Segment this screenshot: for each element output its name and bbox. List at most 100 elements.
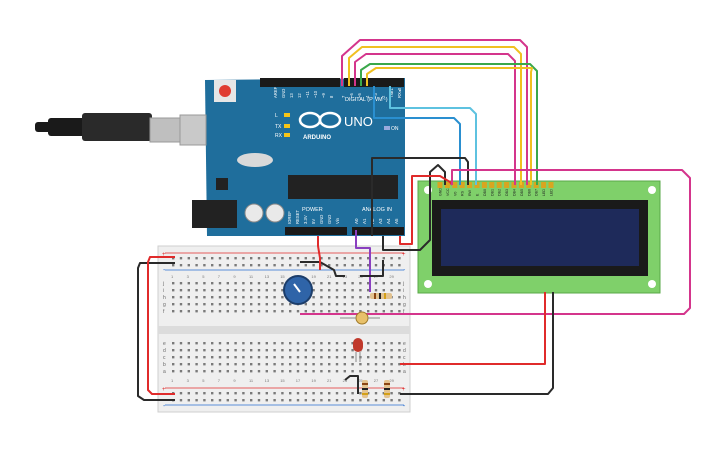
breadboard-hole [390, 363, 393, 366]
breadboard-hole [320, 303, 323, 306]
digital-pin-label: 8 [329, 95, 334, 98]
breadboard-hole [172, 289, 175, 292]
breadboard-hole [343, 282, 346, 285]
breadboard-hole [343, 342, 346, 345]
breadboard-hole [179, 264, 183, 267]
breadboard-hole [320, 289, 323, 292]
breadboard-hole [265, 264, 268, 267]
breadboard-hole [328, 349, 331, 352]
lcd-pin-label: DB4 [513, 189, 517, 196]
breadboard-hole [179, 289, 183, 292]
breadboard-hole [187, 257, 190, 260]
rail-minus-label-right: - [403, 267, 406, 274]
breadboard-hole [257, 342, 261, 345]
breadboard-hole [312, 296, 315, 299]
breadboard-hole [367, 363, 370, 366]
breadboard-hole [351, 289, 354, 292]
breadboard-hole [382, 282, 385, 285]
arduino-board: UNO ARDUINO DIGITAL (PWM~) POWER ANALOG … [179, 78, 405, 236]
lcd-pin-label: V0 [453, 192, 457, 196]
breadboard-hole [351, 303, 354, 306]
breadboard-hole [257, 349, 261, 352]
breadboard-hole [273, 363, 276, 366]
breadboard-hole [265, 363, 268, 366]
breadboard-hole [328, 282, 331, 285]
breadboard-hole [273, 282, 276, 285]
breadboard-hole [250, 342, 253, 345]
breadboard-hole [273, 296, 276, 299]
breadboard-hole [320, 282, 323, 285]
breadboard-hole [343, 392, 346, 395]
breadboard-hole [187, 392, 190, 395]
breadboard-hole [211, 363, 214, 366]
breadboard-hole [343, 257, 346, 260]
breadboard-hole [328, 342, 331, 345]
breadboard-hole [250, 310, 253, 313]
breadboard-hole [281, 282, 284, 285]
column-number: 17 [296, 378, 301, 383]
breadboard-hole [226, 392, 229, 395]
breadboard-hole [382, 392, 385, 395]
power-pin-label: 3.3V [303, 215, 308, 224]
breadboard-hole [257, 356, 261, 359]
breadboard-hole [312, 392, 315, 395]
breadboard-hole [312, 349, 315, 352]
wire-pink-top-b [354, 53, 516, 185]
breadboard-hole [351, 399, 354, 402]
breadboard-hole [351, 363, 354, 366]
analog-pin-label: A5 [394, 218, 399, 224]
digital-pin-label: AREF [273, 86, 278, 98]
breadboard-hole [281, 356, 284, 359]
breadboard-hole [234, 289, 237, 292]
digital-pin-label: 2 [381, 95, 386, 98]
wire-black-led [344, 375, 359, 394]
breadboard-hole [187, 356, 190, 359]
rail-plus-label-bottom: + [162, 387, 166, 393]
breadboard-hole [211, 257, 214, 260]
breadboard-hole [328, 257, 331, 260]
breadboard-hole [250, 356, 253, 359]
wire-lightblue [389, 86, 477, 185]
breadboard-hole [187, 349, 190, 352]
arduino-brand: ARDUINO [303, 135, 331, 141]
breadboard-hole [195, 303, 198, 306]
breadboard-hole [234, 370, 237, 373]
breadboard-hole [234, 342, 237, 345]
wire-red-left [147, 256, 175, 395]
column-number: 13 [265, 274, 270, 279]
column-number: 7 [218, 274, 221, 279]
breadboard-hole [312, 303, 315, 306]
lcd-pin-label: DB6 [527, 189, 531, 196]
breadboard-hole [250, 282, 253, 285]
breadboard-hole [351, 310, 354, 313]
breadboard-hole [242, 399, 245, 402]
breadboard-hole [172, 296, 175, 299]
breadboard-hole [265, 282, 268, 285]
analog-pin-label: A0 [354, 218, 359, 224]
breadboard-hole [281, 363, 284, 366]
breadboard-hole [289, 349, 292, 352]
row-letter: c [403, 355, 406, 361]
breadboard-hole [374, 399, 378, 402]
breadboard-hole [398, 356, 401, 359]
breadboard-hole [250, 399, 253, 402]
breadboard-hole [367, 282, 370, 285]
breadboard-hole [382, 363, 385, 366]
breadboard-hole [367, 392, 370, 395]
breadboard-hole [187, 310, 190, 313]
breadboard-hole [257, 392, 261, 395]
breadboard-hole [335, 296, 339, 299]
breadboard-hole [226, 264, 229, 267]
breadboard-hole [320, 264, 323, 267]
breadboard-hole [211, 310, 214, 313]
breadboard-hole [226, 342, 229, 345]
breadboard-hole [187, 282, 190, 285]
breadboard-hole [351, 282, 354, 285]
column-number: 19 [311, 378, 316, 383]
breadboard-hole [242, 363, 245, 366]
